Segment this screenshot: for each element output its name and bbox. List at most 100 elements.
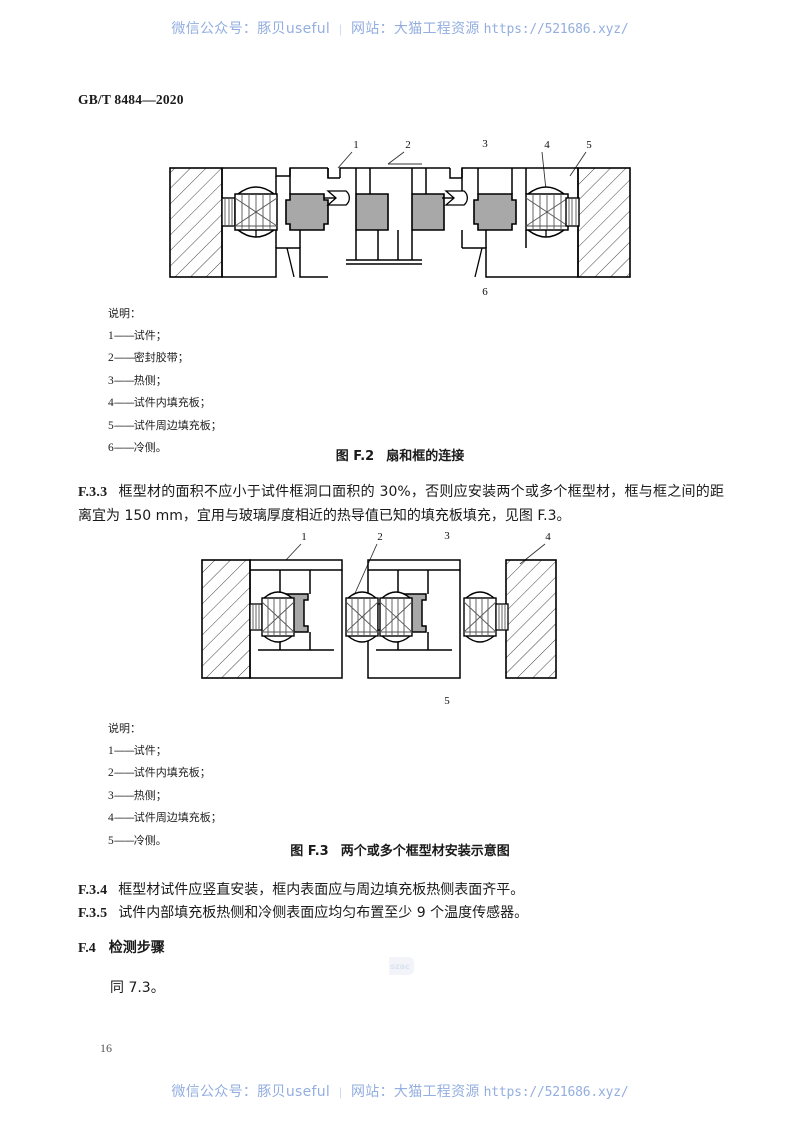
- legend-item: 1——试件；: [108, 325, 222, 348]
- section-f4-body: 同 7.3。: [110, 980, 165, 996]
- figure-f2-caption-text: 扇和框的连接: [386, 449, 465, 464]
- svg-text:4: 4: [544, 139, 550, 151]
- figure-f3-caption-label: 图 F.3: [290, 844, 329, 859]
- legend-item-dash: ——: [113, 766, 135, 779]
- legend-item-num: 4: [108, 397, 114, 409]
- legend-item-dash: ——: [113, 351, 135, 364]
- figure-f2-tape-markers: [326, 190, 468, 206]
- legend-item-dash: ——: [113, 328, 135, 342]
- figure-f3-legend: 说明： 1——试件； 2——试件内填充板； 3——热侧； 4——试件周边填充板；…: [108, 718, 222, 852]
- section-f4-title: 检测步骤: [108, 940, 165, 956]
- wechat-label: 微信公众号：: [171, 1084, 258, 1100]
- figure-f2-callouts: 1 2 3 4 5 6: [353, 138, 592, 298]
- site-label: 网站：: [351, 21, 394, 37]
- legend-item-text: 试件内填充板；: [133, 766, 211, 779]
- figure-f2-right-stub-coil: [565, 197, 580, 227]
- legend-item: 3——热侧；: [108, 785, 222, 808]
- paragraph-f-3-3-label: F.3.3: [78, 485, 108, 500]
- figure-f3-callouts: 1 2 3 4 5: [301, 530, 551, 707]
- legend-item-text: 热侧；: [133, 373, 167, 387]
- figure-f3-left-wall: [201, 559, 251, 679]
- legend-item-num: 4: [108, 812, 114, 824]
- legend-item-dash: ——: [113, 441, 135, 454]
- legend-item-text: 冷侧。: [133, 833, 167, 847]
- figure-f2-left-stub-coil: [221, 197, 236, 227]
- legend-item-text: 试件内填充板；: [133, 396, 211, 409]
- legend-item-num: 2: [108, 352, 114, 364]
- svg-text:2: 2: [405, 139, 411, 151]
- wechat-value: 豚贝useful: [257, 1084, 331, 1100]
- section-f4-heading: F.4 检测步骤: [78, 937, 165, 957]
- banner-separator: |: [339, 21, 342, 36]
- svg-text:1: 1: [301, 531, 307, 543]
- legend-item: 6——冷侧。: [108, 437, 222, 460]
- section-f4-label: F.4: [78, 941, 96, 956]
- figure-f2-right-wall: [577, 167, 631, 278]
- legend-item: 5——冷侧。: [108, 830, 222, 853]
- faint-logo-watermark: szac: [386, 955, 416, 977]
- paragraph-f-3-3-text: 框型材的面积不应小于试件框洞口面积的 30%，否则应安装两个或多个框型材，框与框…: [78, 484, 724, 524]
- figure-f3-caption-text: 两个或多个框型材安装示意图: [340, 844, 510, 859]
- legend-item-text: 冷侧。: [133, 441, 167, 454]
- figure-f2-right-seal: [524, 186, 570, 238]
- figure-f2-left-wall: [169, 167, 223, 278]
- figure-f2-caption: 图 F.2 扇和框的连接: [0, 445, 800, 464]
- site-value: 大猫工程资源: [393, 21, 480, 37]
- legend-item-dash: ——: [113, 833, 135, 847]
- legend-title: 说明：: [108, 722, 141, 735]
- legend-item-num: 6: [108, 442, 114, 454]
- paragraph-f-3-5-label: F.3.5: [78, 906, 108, 921]
- legend-item-dash: ——: [113, 396, 135, 409]
- legend-item: 4——试件内填充板；: [108, 392, 222, 415]
- legend-item-num: 1: [108, 744, 114, 757]
- legend-item-dash: ——: [113, 418, 135, 432]
- svg-text:5: 5: [586, 139, 592, 151]
- legend-item-num: 1: [108, 329, 114, 342]
- site-value: 大猫工程资源: [393, 1084, 480, 1100]
- svg-text:6: 6: [482, 286, 488, 298]
- banner-url: https://521686.xyz/: [483, 1085, 629, 1100]
- figure-f2-left-seal: [233, 186, 279, 238]
- svg-text:3: 3: [482, 138, 488, 150]
- legend-item-text: 试件；: [133, 328, 167, 342]
- svg-text:1: 1: [353, 139, 359, 151]
- figure-f2-caption-label: 图 F.2: [335, 449, 375, 464]
- paragraph-f-3-5-text: 试件内部填充板热侧和冷侧表面应均匀布置至少 9 个温度传感器。: [118, 905, 529, 921]
- paragraph-f-3-4-label: F.3.4: [78, 883, 108, 898]
- wechat-label: 微信公众号：: [171, 21, 258, 37]
- legend-title: 说明：: [108, 307, 141, 320]
- figure-f2-legend: 说明： 1——试件； 2——密封胶带； 3——热侧； 4——试件内填充板； 5—…: [108, 303, 222, 460]
- legend-item: 1——试件；: [108, 740, 222, 763]
- legend-item: 5——试件周边填充板；: [108, 415, 222, 438]
- figure-f2-frame-outline: [221, 167, 579, 278]
- site-label: 网站：: [351, 1084, 394, 1100]
- svg-text:4: 4: [545, 531, 551, 543]
- banner-separator: |: [339, 1084, 342, 1099]
- banner-url: https://521686.xyz/: [483, 22, 629, 37]
- figure-f3-seals: [249, 591, 509, 643]
- legend-item-text: 热侧；: [133, 788, 167, 802]
- figure-f2: 1 2 3 4 5 6: [160, 136, 640, 301]
- legend-item-num: 5: [108, 419, 114, 432]
- legend-item-num: 3: [108, 789, 114, 802]
- legend-item-dash: ——: [113, 373, 135, 387]
- top-promo-banner: 微信公众号：豚贝useful | 网站：大猫工程资源 https://521686.…: [0, 18, 800, 38]
- legend-item-num: 3: [108, 374, 114, 387]
- legend-item: 2——试件内填充板；: [108, 762, 222, 785]
- legend-item-text: 试件；: [133, 743, 167, 757]
- legend-item-text: 试件周边填充板；: [133, 418, 222, 432]
- legend-item: 4——试件周边填充板；: [108, 807, 222, 830]
- standard-code-header: GB/T 8484—2020: [78, 92, 184, 107]
- legend-item-dash: ——: [113, 743, 135, 757]
- wechat-value: 豚贝useful: [257, 21, 331, 37]
- svg-text:2: 2: [377, 531, 383, 543]
- figure-f3: 1 2 3 4 5: [200, 528, 600, 708]
- legend-item-num: 5: [108, 834, 114, 847]
- legend-item-text: 试件周边填充板；: [133, 811, 222, 824]
- svg-text:5: 5: [444, 695, 450, 707]
- figure-f3-right-wall: [505, 559, 557, 679]
- page-number: 16: [100, 1041, 112, 1055]
